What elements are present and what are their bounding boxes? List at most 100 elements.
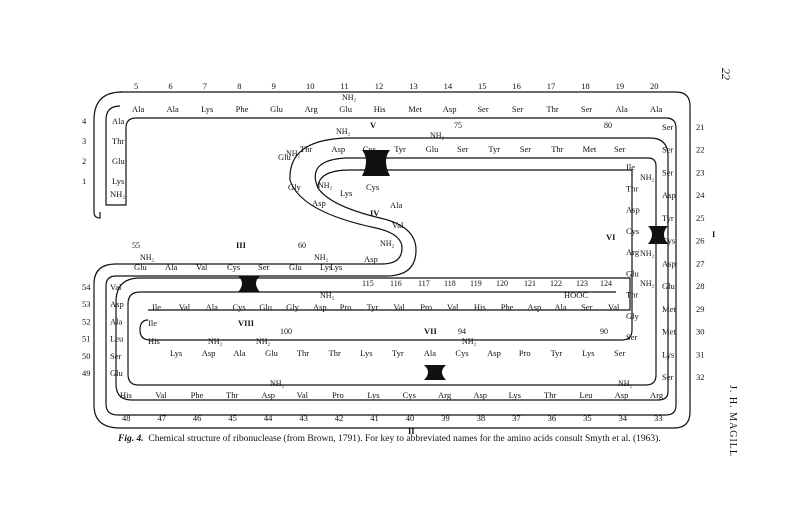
ruler-number: 9 — [272, 81, 276, 91]
ruler-number: 28 — [696, 281, 705, 291]
residue-label: Thr — [112, 136, 124, 146]
residue-label: Arg — [438, 390, 452, 400]
ruler-number: 39 — [441, 413, 450, 423]
ruler-number: 25 — [696, 213, 705, 223]
residue-label: Lys — [367, 390, 379, 400]
residue-label: Leu — [110, 334, 124, 344]
residue-label: Ile — [626, 162, 635, 172]
residue-label: Ser — [614, 144, 626, 154]
residue-number: 119 — [470, 279, 482, 288]
disulfide-bridge — [424, 365, 446, 380]
residue-label: Val — [608, 302, 620, 312]
residue-label: Tyr — [394, 144, 406, 154]
ruler-roman: I — [712, 229, 716, 239]
residue-label: Asp — [364, 254, 378, 264]
residue-label: Thr — [297, 348, 309, 358]
residue-number: 80 — [604, 121, 612, 130]
residue-label: Asp — [615, 390, 629, 400]
section-roman-numeral: VI — [606, 232, 616, 242]
amide-group-label: NH₂ — [640, 173, 655, 182]
caption-text: Chemical structure of ribonuclease (from… — [148, 434, 661, 444]
residue-label: Asp — [626, 205, 640, 215]
residue-label: Ser — [626, 332, 638, 342]
ruler-number: 41 — [370, 413, 379, 423]
residue-label: Pro — [519, 348, 531, 358]
amino-group-label: NH₂ — [110, 189, 125, 199]
residue-label: Glu — [626, 268, 640, 278]
residue-label: Glu — [270, 104, 284, 114]
residue-label: Gly — [626, 311, 640, 321]
residue-label: Lys — [662, 349, 674, 359]
residue-label: Glu — [339, 104, 353, 114]
ruler-number: 21 — [696, 122, 705, 132]
residue-label: Glu — [112, 156, 126, 166]
page-number: 22 — [719, 68, 733, 80]
residue-label: Asp — [662, 258, 676, 268]
ruler-number: 50 — [82, 351, 91, 361]
residue-label: Ala — [110, 316, 123, 326]
residue-number: 124 — [600, 279, 612, 288]
ruler-number: 31 — [696, 349, 705, 359]
residue-label: His — [148, 336, 160, 346]
residue-label: Lys — [582, 348, 594, 358]
residue-label: Asp — [528, 302, 542, 312]
running-head: J. H. MAGILL — [727, 385, 738, 457]
amide-group-label: NH₂ — [314, 253, 329, 262]
residue-label: Cys — [662, 236, 675, 246]
residue-label: Asp — [313, 302, 327, 312]
residue-label: His — [374, 104, 386, 114]
residue-label: Ala — [233, 348, 246, 358]
residue-label: Cys — [455, 348, 468, 358]
ruler-number: 45 — [228, 413, 237, 423]
residue-label: Met — [662, 327, 676, 337]
ruler-number: 30 — [696, 327, 705, 337]
amide-group-label: NH₂ — [318, 181, 333, 190]
residue-label: Glu — [662, 281, 676, 291]
ruler-number: 32 — [696, 372, 705, 382]
amide-group-label: NH₂ — [336, 127, 351, 136]
ruler-number: 17 — [547, 81, 556, 91]
residue-label: Pro — [332, 390, 344, 400]
ruler-number: 49 — [82, 368, 91, 378]
residue-label: Phe — [191, 390, 204, 400]
residue-label: Cys — [403, 390, 416, 400]
residue-label: Thr — [300, 144, 312, 154]
residue-number: 75 — [454, 121, 462, 130]
residue-label: Met — [583, 144, 597, 154]
residue-number: 116 — [390, 279, 402, 288]
ruler-number: 48 — [122, 413, 131, 423]
residue-label: Val — [110, 282, 122, 292]
ruler-number: 19 — [616, 81, 625, 91]
residue-label: Glu — [289, 262, 303, 272]
ruler-number: 35 — [583, 413, 592, 423]
amide-group-label: NH₂ — [256, 337, 271, 346]
residue-number: 120 — [496, 279, 508, 288]
residue-label: Ile — [152, 302, 161, 312]
residue-label: Ser — [662, 167, 674, 177]
residue-label: Phe — [501, 302, 514, 312]
amide-group-label: NH₂ — [208, 337, 223, 346]
disulfide-bridge — [362, 150, 390, 176]
residue-label: Ser — [614, 348, 626, 358]
residue-label: Val — [297, 390, 309, 400]
ruler-number: 51 — [82, 334, 91, 344]
residue-number: 121 — [524, 279, 536, 288]
ruler-number: 38 — [477, 413, 486, 423]
residue-label: Ser — [110, 351, 122, 361]
ruler-number: 53 — [82, 299, 91, 309]
ruler-number: 14 — [444, 81, 453, 91]
ruler-number: 52 — [82, 316, 91, 326]
amide-group-label: NH₂ — [270, 379, 285, 388]
residue-label: Cys — [366, 182, 379, 192]
residue-label: Lys — [340, 188, 352, 198]
ruler-number: 10 — [306, 81, 315, 91]
residue-label: Ala — [132, 104, 145, 114]
ruler-number: 23 — [696, 167, 705, 177]
ruler-number: 46 — [193, 413, 202, 423]
residue-label: Asp — [110, 299, 124, 309]
residue-label: Val — [179, 302, 191, 312]
ruler-number: 15 — [478, 81, 487, 91]
residue-label: Glu — [426, 144, 440, 154]
